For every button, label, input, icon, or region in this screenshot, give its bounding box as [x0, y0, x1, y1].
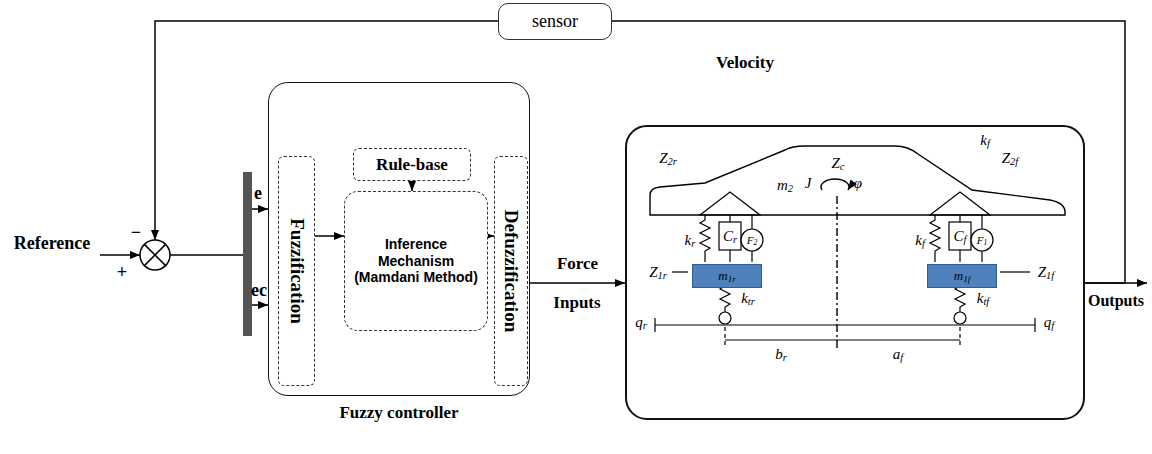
vehicle-label: af [893, 347, 903, 362]
mux-bar-part [243, 172, 252, 336]
rear-suspension-part [700, 192, 760, 215]
connector [530, 282, 625, 284]
signal-label: + [117, 263, 127, 281]
signal-label: Outputs [1088, 293, 1144, 309]
vehicle-label: Zc [831, 156, 844, 171]
sensor-box: sensor [498, 3, 612, 40]
vehicle-label: Z1r [649, 265, 667, 280]
road-part [654, 318, 655, 332]
connector [612, 21, 1125, 283]
summing-junction-part [100, 254, 140, 256]
rear-suspension-part [719, 222, 741, 250]
vehicle-label: qf [1044, 315, 1054, 330]
mux-bar-part [252, 304, 268, 306]
vehicle-label: Cf [954, 229, 967, 244]
module-box: Defuzzification [494, 156, 528, 386]
summing-junction-part [144, 244, 165, 265]
mass-block: m1r [692, 264, 762, 288]
vehicle-label: kf [980, 133, 990, 148]
vehicle-label: kr [685, 233, 696, 248]
vehicle-label: ktr [741, 291, 755, 306]
vehicle-label: Z1f [1038, 265, 1055, 280]
mass-label: m1r [718, 268, 735, 284]
module-label: Defuzzification [500, 210, 522, 332]
rear-suspension-part [729, 250, 730, 262]
front-suspension-part [954, 312, 966, 324]
vehicle-label: φ [854, 176, 862, 191]
mux-bar-part [252, 208, 268, 210]
vehicle-label: br [775, 347, 787, 362]
front-suspension-part [930, 215, 940, 262]
rear-suspension-part [700, 215, 710, 262]
vehicle-label: qr [635, 315, 647, 330]
front-suspension-part [1000, 271, 1030, 272]
vehicle-label: F2 [747, 235, 758, 246]
mass-label: m1f [954, 268, 970, 284]
inference-box: Inference Mechanism (Mamdani Method) [344, 191, 488, 331]
controller-box: Fuzzy controllerFuzzificationRule-baseIn… [268, 82, 530, 396]
module-box: Fuzzification [278, 156, 315, 386]
vehicle-box: m2 m1r m1f [625, 125, 1085, 420]
front-suspension-part [971, 229, 993, 251]
front-suspension-part [981, 251, 982, 262]
front-suspension [930, 192, 1030, 324]
module-label: Fuzzification [286, 218, 308, 324]
car-body-part [836, 196, 837, 350]
vehicle-label: kf [915, 233, 925, 248]
vehicle-label: Z2r [659, 151, 677, 166]
front-suspension-part [981, 215, 982, 229]
connector [411, 181, 413, 191]
front-suspension-part [930, 192, 990, 215]
module-box: Rule-base [353, 148, 471, 181]
rear-suspension-part [672, 271, 688, 272]
vehicle-label: Cr [723, 229, 737, 244]
rear-suspension-part [751, 215, 752, 229]
road-part [655, 324, 1035, 325]
controller-title: Fuzzy controller [269, 403, 529, 423]
edge-label: Force [557, 255, 598, 272]
signal-label: Reference [14, 234, 91, 252]
body-mass-label: m2 [777, 177, 793, 194]
box-label: sensor [532, 11, 578, 32]
front-suspension-part [959, 250, 960, 262]
rear-suspension-part [741, 229, 763, 251]
summing-junction-part [144, 244, 165, 265]
summing-junction-part [170, 254, 243, 256]
vehicle-label: ktf [977, 291, 990, 306]
mux-bar [243, 172, 268, 336]
signal-label: e [254, 184, 262, 202]
rear-suspension-part [751, 251, 752, 262]
road-part [725, 339, 960, 340]
rear-suspension-part [729, 215, 730, 222]
rear-suspension [672, 192, 763, 324]
box-label: Rule-base [376, 155, 448, 175]
mass-block: m1f [927, 264, 997, 288]
connector [315, 235, 344, 237]
edge-label: Velocity [716, 54, 774, 71]
signal-label: ec [251, 281, 267, 299]
road-part [724, 327, 725, 348]
car-body-part [821, 179, 849, 190]
car-body-part [650, 146, 1065, 215]
vehicle-label: J [805, 176, 812, 191]
rear-suspension-part [719, 312, 731, 324]
vehicle-label: Z2f [1002, 151, 1019, 166]
road [655, 318, 1035, 348]
front-suspension-part [959, 215, 960, 222]
front-suspension-part [949, 222, 971, 250]
car-body [650, 146, 1065, 350]
road-part [959, 327, 960, 348]
signal-label: Inputs [553, 294, 600, 311]
signal-label: − [131, 223, 141, 241]
box-label: Inference Mechanism (Mamdani Method) [351, 236, 481, 286]
vehicle-label: F1 [977, 235, 988, 246]
road-part [1034, 318, 1035, 332]
summing-junction-part [140, 240, 170, 270]
